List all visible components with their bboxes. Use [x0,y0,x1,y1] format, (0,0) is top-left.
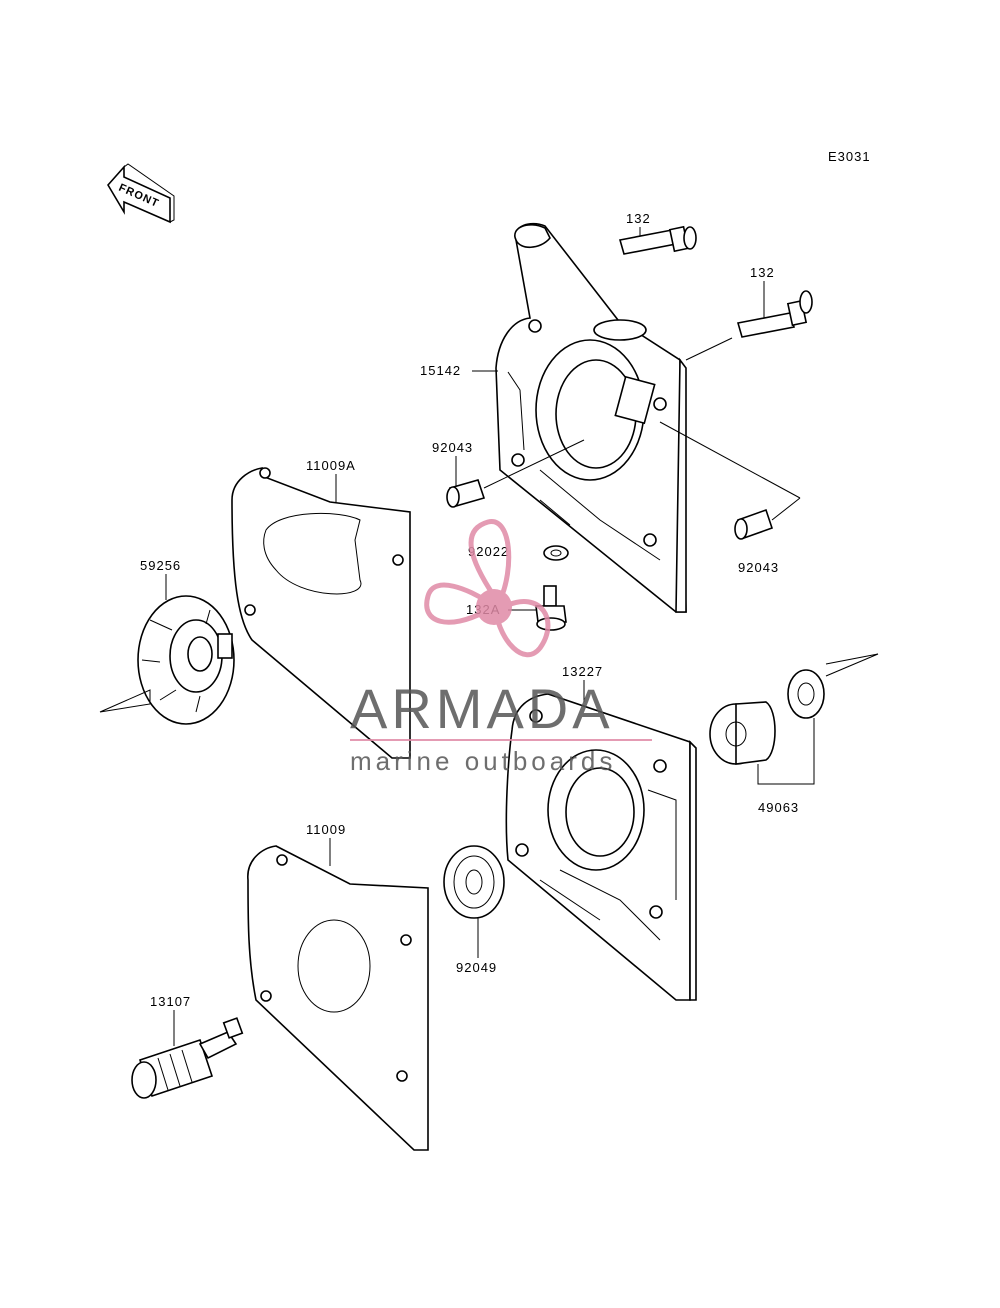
front-arrow-icon: FRONT [107,163,175,224]
diagram-code: E3031 [828,149,871,164]
label-gasket-11009a: 11009A [306,458,356,473]
propeller-logo-icon [424,519,551,658]
label-drain-plug-13107: 13107 [150,994,191,1009]
armada-watermark: ARMADA marine outboards [350,519,652,776]
label-oil-seal-92049: 92049 [456,960,497,975]
label-impeller-59256: 59256 [140,558,181,573]
oil-seal-92049 [443,845,505,919]
front-cover-13227 [505,693,697,1001]
watermark-tagline: marine outboards [350,746,616,776]
label-gasket-11009: 11009 [306,822,346,837]
label-dowel-left: 92043 [432,440,473,455]
dowel-pin-left [446,479,486,508]
washer-92022 [543,545,569,561]
impeller-59256 [137,595,235,725]
gasket-11009a [231,467,411,759]
label-dowel-right: 92043 [738,560,779,575]
label-front-cover-13227: 13227 [562,664,603,679]
label-bolt-132-lower: 132 [750,265,775,280]
bolt-132a [535,585,567,631]
label-bolt-132-upper: 132 [626,211,651,226]
label-bushing-49063: 49063 [758,800,799,815]
label-rear-case-15142: 15142 [420,363,461,378]
bushing-set-49063 [709,669,825,765]
drain-plug-13107 [131,1017,244,1099]
bolt-132-upper [618,225,697,255]
bolt-132-lower [736,290,813,338]
watermark-brand: ARMADA [350,677,614,740]
rear-case-15142 [495,222,687,613]
label-washer-92022: 92022 [468,544,509,559]
dowel-pin-right [734,508,774,540]
gasket-11009 [247,845,429,1151]
